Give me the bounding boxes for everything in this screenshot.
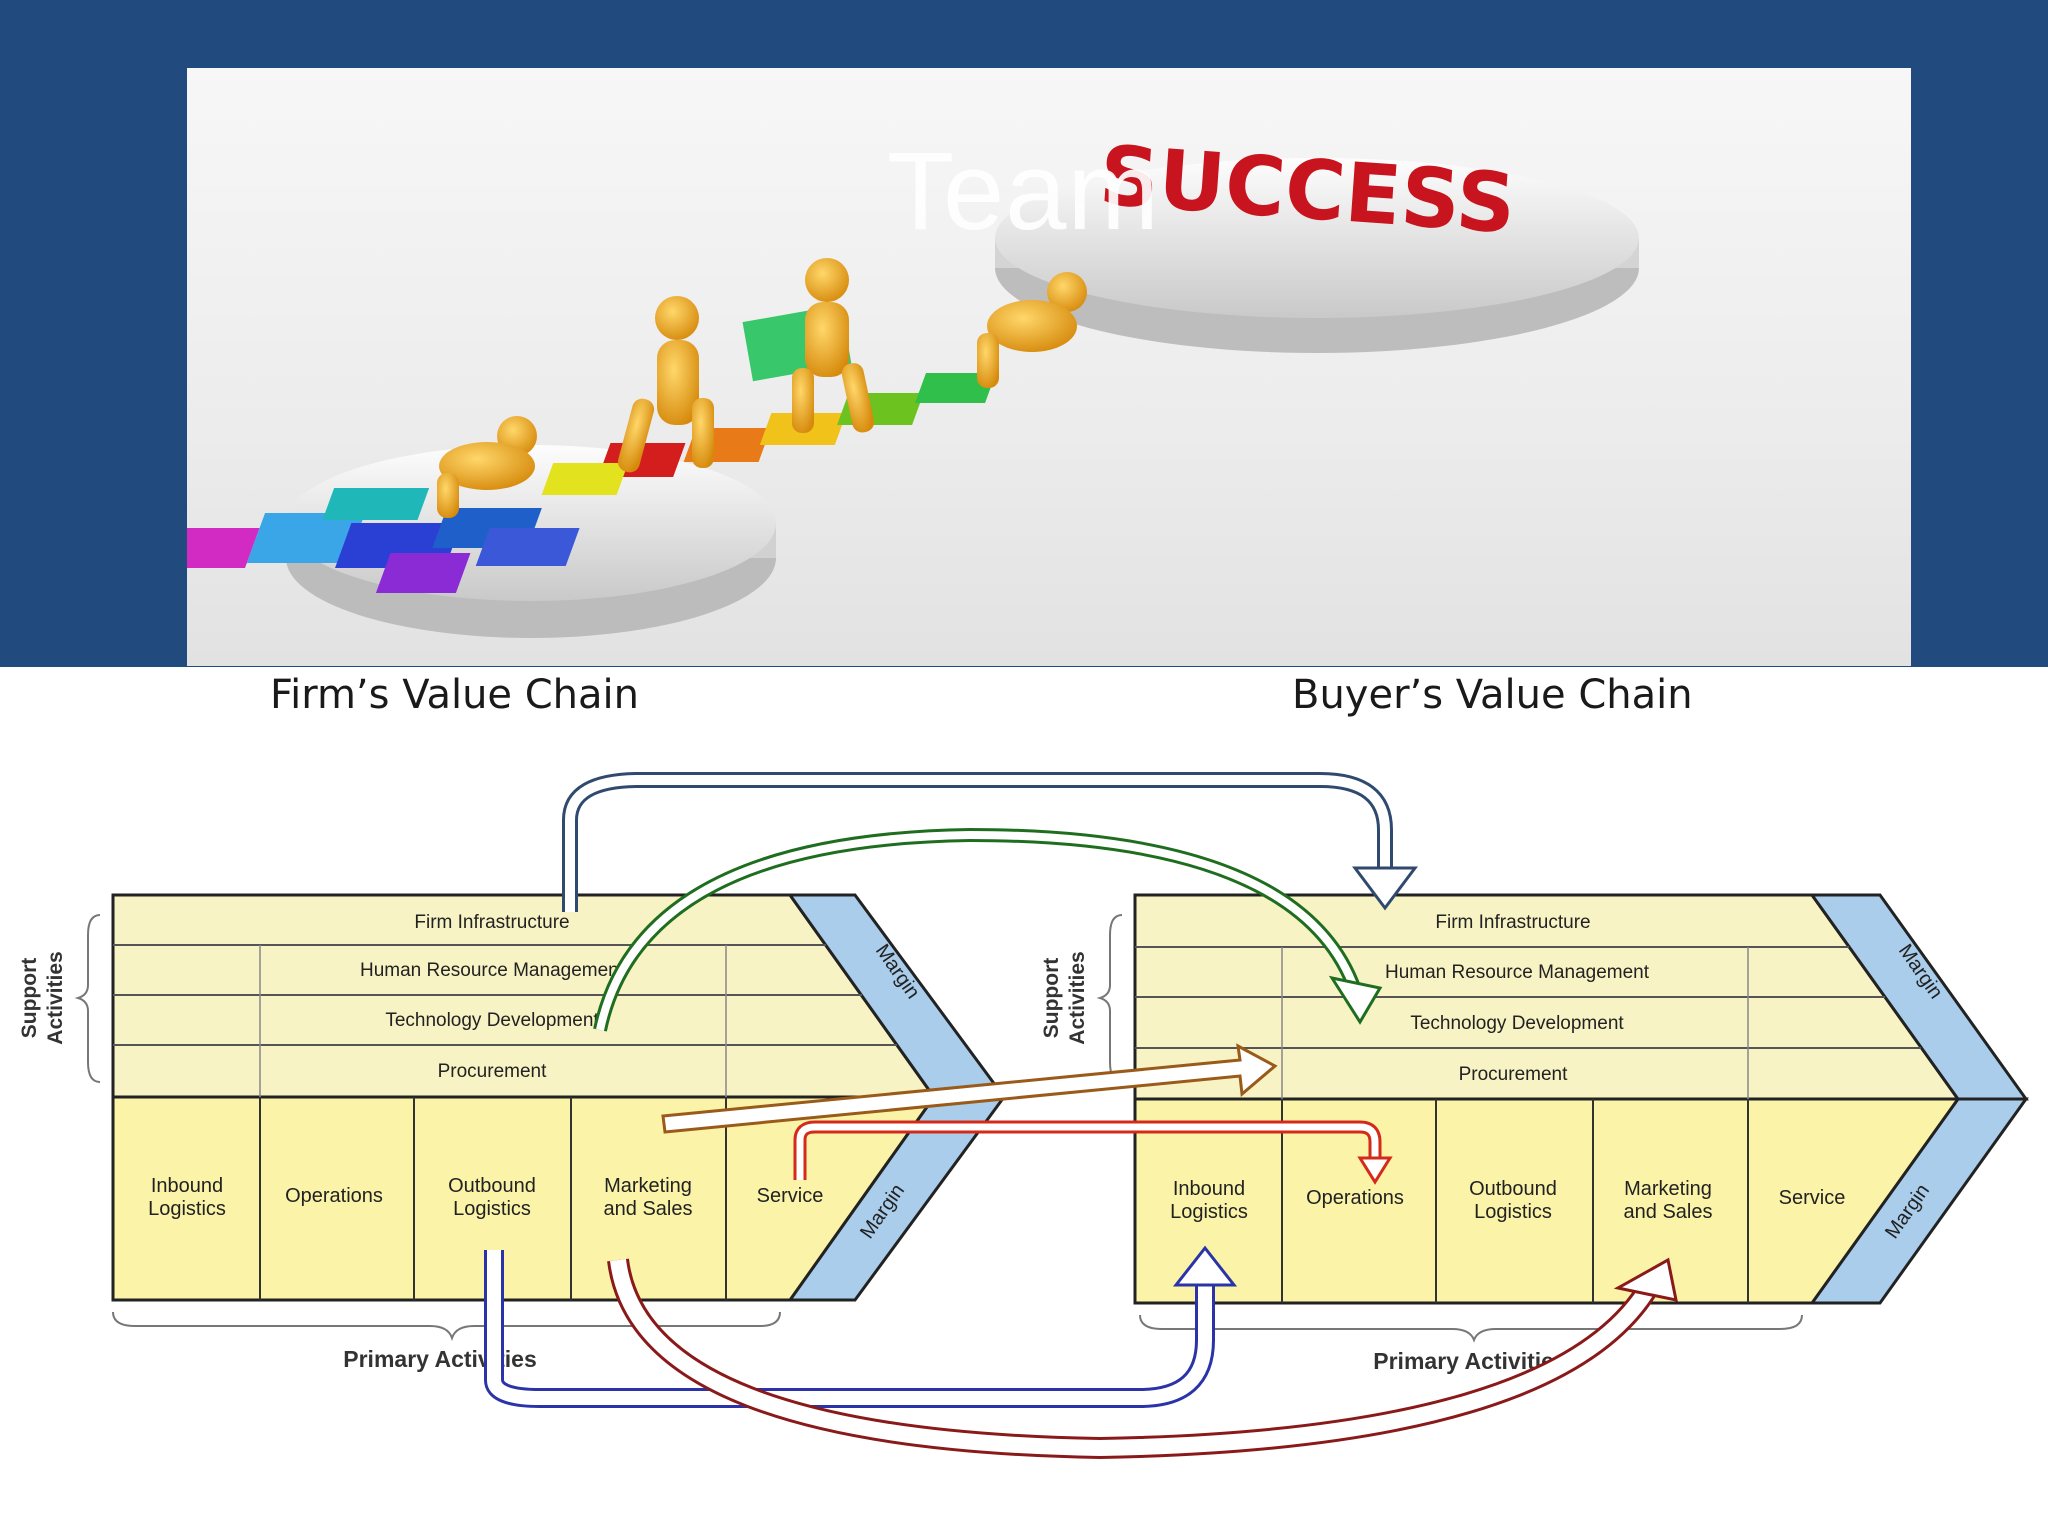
buyer-primary-brace <box>1139 1314 1803 1343</box>
firm-primary-activities-label: Primary Activities <box>343 1346 536 1372</box>
hero-image: SUCCESS <box>187 68 1911 666</box>
buyer-primary-operations: Operations <box>1306 1187 1404 1209</box>
buyer-value-chain: Firm Infrastructure Human Resource Manag… <box>1040 893 2029 1374</box>
firm-support-brace <box>74 914 101 1083</box>
buyer-support-label-line2: Activities <box>1066 951 1089 1044</box>
firm-value-chain: Firm Infrastructure Human Resource Manag… <box>18 893 1007 1372</box>
slide-title: Team <box>887 130 1160 253</box>
arrow-technology-link <box>593 827 1383 1032</box>
buyer-value-chain-heading: Buyer’s Value Chain <box>1292 672 1693 718</box>
firm-primary-outbound-line2: Logistics <box>453 1198 531 1220</box>
success-pedestal <box>995 158 1639 353</box>
buyer-primary-block <box>1133 1097 1961 1305</box>
team-puzzle-illustration: SUCCESS <box>187 129 1639 638</box>
firm-primary-brace <box>112 1311 781 1342</box>
buyer-support-procurement: Procurement <box>1459 1064 1568 1085</box>
buyer-primary-outbound-line1: Outbound <box>1469 1178 1557 1200</box>
arrow-marketing-link <box>607 1257 1678 1460</box>
firm-primary-inbound-line2: Logistics <box>148 1198 226 1220</box>
buyer-primary-outbound-line2: Logistics <box>1474 1201 1552 1223</box>
arrow-operations-link <box>793 1120 1393 1185</box>
firm-support-firm-infrastructure: Firm Infrastructure <box>414 912 569 933</box>
value-chain-diagram: Firm Infrastructure Human Resource Manag… <box>18 772 2029 1460</box>
buyer-support-firm-infrastructure: Firm Infrastructure <box>1435 912 1590 933</box>
firm-primary-marketing-line2: and Sales <box>604 1198 693 1220</box>
firm-support-hrm: Human Resource Management <box>360 960 625 981</box>
arrow-infrastructure-link <box>562 772 1418 912</box>
firm-support-technology: Technology Development <box>385 1010 599 1031</box>
firm-support-label-line1: Support <box>18 958 41 1038</box>
team-figures <box>437 258 1087 518</box>
buyer-primary-marketing-line1: Marketing <box>1624 1178 1712 1200</box>
firm-primary-outbound-line1: Outbound <box>448 1175 536 1197</box>
firm-support-label-line2: Activities <box>44 951 67 1044</box>
buyer-primary-marketing-line2: and Sales <box>1624 1201 1713 1223</box>
firm-primary-operations: Operations <box>285 1185 383 1207</box>
buyer-support-brace <box>1096 914 1123 1083</box>
buyer-support-technology: Technology Development <box>1410 1013 1624 1034</box>
buyer-primary-inbound-line2: Logistics <box>1170 1201 1248 1223</box>
arrow-procurement-link <box>661 1043 1278 1134</box>
buyer-primary-inbound-line1: Inbound <box>1173 1178 1245 1200</box>
firm-primary-marketing-line1: Marketing <box>604 1175 692 1197</box>
firm-primary-service: Service <box>757 1185 824 1207</box>
firm-primary-inbound-line1: Inbound <box>151 1175 223 1197</box>
firm-primary-block <box>111 1095 937 1302</box>
buyer-primary-service: Service <box>1779 1187 1846 1209</box>
buyer-support-label-line1: Support <box>1040 958 1063 1038</box>
arrow-logistics-link <box>484 1245 1238 1408</box>
firm-value-chain-heading: Firm’s Value Chain <box>270 672 640 718</box>
firm-support-procurement: Procurement <box>438 1061 547 1082</box>
buyer-support-hrm: Human Resource Management <box>1385 962 1650 983</box>
